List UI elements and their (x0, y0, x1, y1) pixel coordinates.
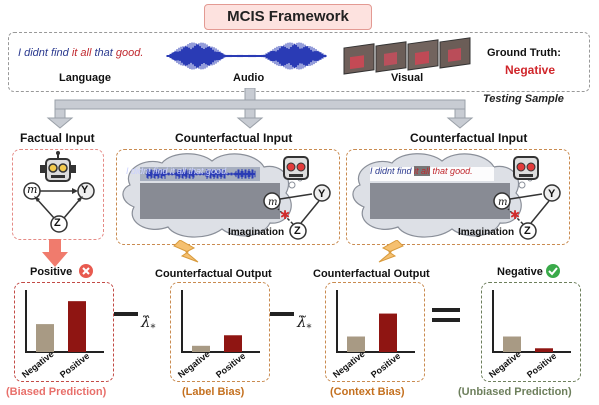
negative-bar (347, 336, 365, 352)
negative-bar (503, 336, 521, 352)
factual-output-arrow (42, 239, 68, 267)
negative-bar (192, 345, 210, 352)
svg-text:✱: ✱ (280, 208, 290, 222)
node-m-factual: m (27, 183, 38, 196)
imagination-cloud-1: ✱ (122, 153, 331, 240)
positive-bar (68, 301, 86, 352)
sample-sentence: I didnt find it all that good. (18, 47, 144, 59)
imagination-label-2: Imagination (458, 227, 515, 238)
node-z-cf1: Z (294, 225, 301, 237)
unbiased-prediction-frame (481, 282, 581, 382)
testing-sample-box (8, 32, 590, 92)
equals-operator-top (432, 308, 460, 312)
negative-bar (36, 324, 54, 352)
cross-circle-icon (79, 264, 93, 278)
audio-label: Audio (233, 72, 265, 84)
biased-prediction-frame (14, 282, 114, 382)
video-frames (343, 37, 471, 75)
context-bias-frame (325, 282, 425, 382)
factual-input-title: Factual Input (20, 131, 95, 145)
positive-output-label: Positive (30, 266, 73, 278)
equals-operator-bottom (432, 318, 460, 322)
ground-truth-value: Negative (505, 63, 556, 77)
biased-prediction-caption: (Biased Prediction) (6, 386, 107, 398)
minus-operator-1 (114, 312, 138, 316)
lightning-icon-1 (173, 240, 199, 263)
imagination-label-1: Imagination (228, 227, 285, 238)
node-y-cf1: Y (318, 188, 326, 200)
bar-axis (181, 290, 260, 353)
label-bias-frame (170, 282, 270, 382)
unbiased-prediction-caption: (Unbiased Prediction) (458, 386, 572, 398)
visual-label: Visual (391, 72, 424, 84)
positive-bar (535, 348, 553, 352)
check-circle-icon (546, 264, 560, 278)
counterfactual-output-2: Counterfactual Output (313, 268, 430, 280)
imagination-cloud-2: ✱ (352, 153, 561, 240)
ground-truth-label: Ground Truth: (487, 47, 561, 59)
framework-title: MCIS Framework (204, 4, 372, 30)
bar-charts (25, 290, 571, 353)
lambda-hat: λ̂* (141, 313, 156, 334)
cloud-sentence-2: I didnt find it all that good. (370, 166, 473, 176)
svg-text:✱: ✱ (510, 208, 520, 222)
node-z-factual: Z (54, 217, 61, 229)
label-bias-caption: (Label Bias) (182, 386, 245, 398)
positive-bar (224, 335, 242, 352)
node-y-factual: Y (81, 184, 89, 196)
audio-waveform (166, 42, 327, 70)
testing-sample-label: Testing Sample (483, 93, 564, 105)
language-label: Language (59, 72, 111, 84)
factual-causal-graph (23, 151, 95, 233)
robot-icon (40, 151, 76, 182)
node-m-cf2: m (498, 197, 508, 208)
distribution-arrows (46, 88, 474, 129)
node-m-cf1: m (268, 197, 278, 208)
counterfactual-input-title-2: Counterfactual Input (410, 131, 528, 145)
counterfactual-output-1: Counterfactual Output (155, 268, 272, 280)
node-y-cf2: Y (548, 188, 556, 200)
counterfactual-input-title-1: Counterfactual Input (175, 131, 293, 145)
lightning-icon-2 (378, 240, 404, 263)
positive-bar (379, 313, 397, 352)
node-z-cf2: Z (524, 225, 531, 237)
negative-output-label: Negative (497, 266, 543, 278)
cloud-sentence-1: I didnt find it all that good. (126, 166, 229, 176)
context-bias-caption: (Context Bias) (330, 386, 405, 398)
minus-operator-2 (270, 312, 294, 316)
lambda-tilde: λ̃* (297, 313, 312, 334)
